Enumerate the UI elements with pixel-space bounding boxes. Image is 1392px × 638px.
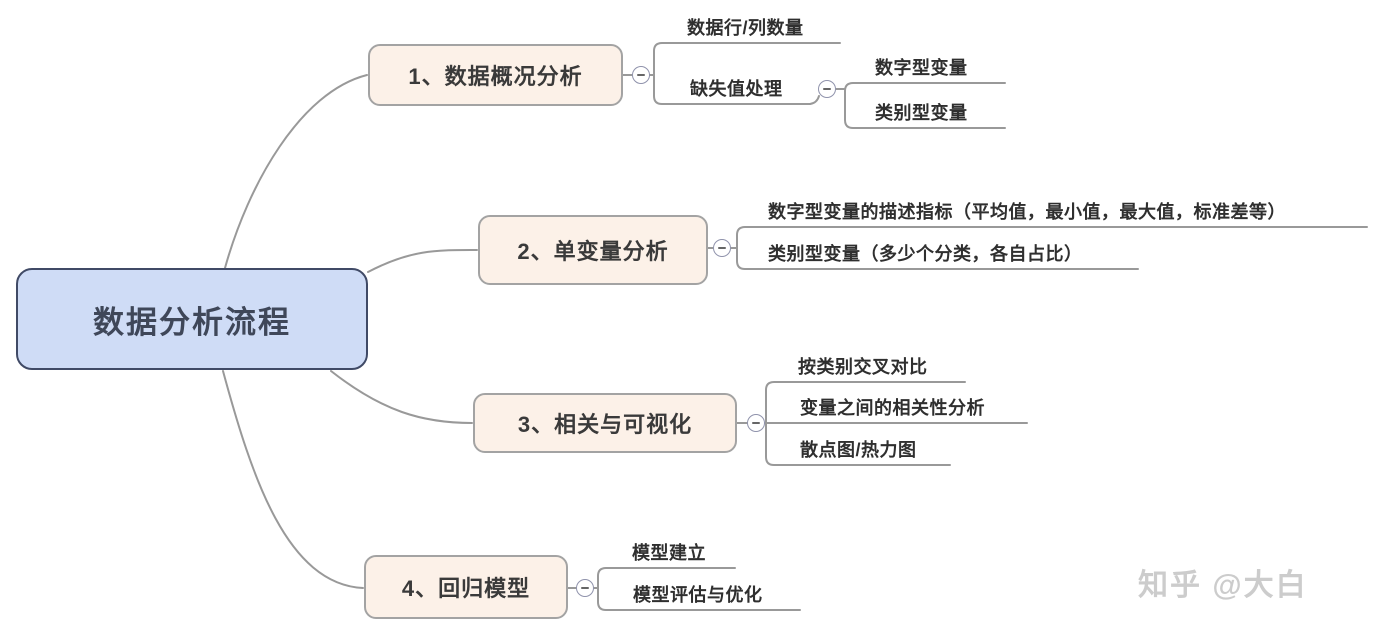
connector-root-branch1 <box>224 74 368 269</box>
minus-icon <box>718 247 726 249</box>
branch-topic-2[interactable]: 2、单变量分析 <box>478 215 708 285</box>
subtopic-missing-values[interactable]: 缺失值处理 <box>690 79 783 99</box>
missing-value-button-stub <box>809 95 820 105</box>
subtopic-numeric-variables[interactable]: 数字型变量 <box>875 58 968 78</box>
subtopic-model-evaluation[interactable]: 模型评估与优化 <box>633 585 763 605</box>
minus-icon <box>581 587 589 589</box>
minus-icon <box>823 88 831 90</box>
collapse-button-branch3[interactable] <box>747 414 765 432</box>
connector-root-branch3 <box>330 370 473 424</box>
subtopic-categorical-distribution[interactable]: 类别型变量（多少个分类，各自占比） <box>768 244 1083 264</box>
subtopic-numeric-descriptive-stats[interactable]: 数字型变量的描述指标（平均值，最小值，最大值，标准差等） <box>768 202 1286 222</box>
collapse-button-branch2[interactable] <box>713 239 731 257</box>
root-topic[interactable]: 数据分析流程 <box>16 268 368 370</box>
collapse-button-branch1[interactable] <box>632 66 650 84</box>
minus-icon <box>637 74 645 76</box>
subtopic-rows-columns[interactable]: 数据行/列数量 <box>687 18 804 38</box>
branch-topic-1[interactable]: 1、数据概况分析 <box>368 44 623 106</box>
subtopic-scatter-heatmap[interactable]: 散点图/热力图 <box>800 440 917 460</box>
subtopic-model-building[interactable]: 模型建立 <box>632 543 706 563</box>
connector-root-branch2 <box>367 248 478 273</box>
subtopic-correlation-analysis[interactable]: 变量之间的相关性分析 <box>800 398 985 418</box>
collapse-button-branch4[interactable] <box>576 579 594 597</box>
connector-root-branch4 <box>222 370 364 589</box>
branch-topic-3[interactable]: 3、相关与可视化 <box>473 393 737 453</box>
branch-topic-4[interactable]: 4、回归模型 <box>364 555 568 619</box>
subtopic-categorical-variables[interactable]: 类别型变量 <box>875 103 968 123</box>
watermark: 知乎 @大白 <box>1138 569 1308 602</box>
subtopic-cross-comparison[interactable]: 按类别交叉对比 <box>798 357 928 377</box>
collapse-button-missing-values[interactable] <box>818 80 836 98</box>
minus-icon <box>752 422 760 424</box>
